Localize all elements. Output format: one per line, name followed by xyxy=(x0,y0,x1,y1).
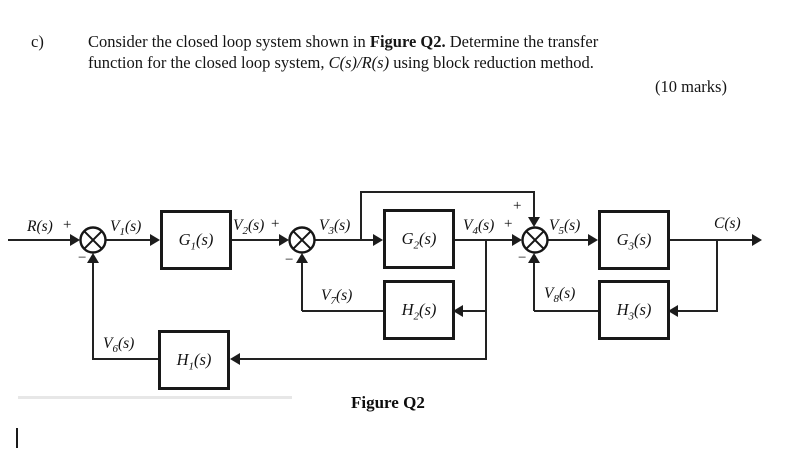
block-g3: G3(s) xyxy=(598,210,670,270)
summing-junction-1 xyxy=(79,226,107,254)
block-h3: H3(s) xyxy=(598,280,670,340)
figure-caption: Figure Q2 xyxy=(351,393,425,412)
wire-feedforward-down xyxy=(533,191,535,219)
signal-label-v8: V8(s) xyxy=(544,285,576,306)
marks-label: (10 marks) xyxy=(655,77,727,96)
wire-g1-to-j2 xyxy=(229,239,281,241)
block-h1-label: H1(s) xyxy=(176,350,212,373)
signal-label-v1: V1(s) xyxy=(110,218,142,239)
block-h3-label: H3(s) xyxy=(616,300,652,323)
arrowhead-v6-into-junction1-bottom xyxy=(87,253,99,263)
question-line-1: Consider the closed loop system shown in… xyxy=(88,32,599,51)
arrowhead-output xyxy=(752,234,762,246)
arrowhead-into-junction2 xyxy=(279,234,289,246)
signal-label-v2: V2(s) xyxy=(233,217,265,238)
wire-g3-to-output xyxy=(667,239,754,241)
signal-label-v6: V6(s) xyxy=(103,335,135,356)
arrowhead-v7-into-junction2-bottom xyxy=(296,253,308,263)
signal-label-v3: V3(s) xyxy=(319,217,351,238)
block-h1: H1(s) xyxy=(158,330,230,390)
wire-feedforward-up xyxy=(360,191,362,241)
summing-junction-2 xyxy=(288,226,316,254)
figure-reference-bold: Figure Q2. xyxy=(369,32,446,51)
block-g3-label: G3(s) xyxy=(616,230,652,253)
wire-j2-to-g2 xyxy=(314,239,375,241)
signal-label-v7: V7(s) xyxy=(321,287,353,308)
arrowhead-into-h1 xyxy=(230,353,240,365)
wire-v7-up xyxy=(301,261,303,311)
wire-v8-up xyxy=(533,261,535,311)
sign-minus-junction2-feedback: − xyxy=(285,252,294,268)
signal-label-c: C(s) xyxy=(714,215,741,232)
block-g1-label: G1(s) xyxy=(178,230,214,253)
signal-label-v4: V4(s) xyxy=(463,217,495,238)
block-g2-label: G2(s) xyxy=(401,229,437,252)
wire-into-h3 xyxy=(678,310,718,312)
transfer-function-italic: C(s)/R(s) xyxy=(328,53,390,72)
arrowhead-into-h2 xyxy=(453,305,463,317)
sign-plus-junction3-feedforward: + xyxy=(513,198,522,214)
wire-h2-output xyxy=(302,310,383,312)
wire-j1-to-g1 xyxy=(105,239,152,241)
arrowhead-into-g1 xyxy=(150,234,160,246)
wire-h3-output xyxy=(534,310,598,312)
summing-junction-3 xyxy=(521,226,549,254)
wire-j3-to-g3 xyxy=(547,239,590,241)
wire-into-h1 xyxy=(238,358,487,360)
arrowhead-into-junction3 xyxy=(512,234,522,246)
block-g2: G2(s) xyxy=(383,209,455,269)
signal-label-r: R(s) xyxy=(27,218,53,235)
wire-v4-takeoff xyxy=(485,240,487,359)
block-h2: H2(s) xyxy=(383,280,455,340)
arrowhead-into-g2 xyxy=(373,234,383,246)
question-line-2: function for the closed loop system, C(s… xyxy=(88,53,594,72)
sign-plus-junction3-input: + xyxy=(504,216,513,232)
sign-minus-junction3-feedback: − xyxy=(518,250,527,266)
wire-c-takeoff xyxy=(716,240,718,312)
arrowhead-feedforward-into-junction3-top xyxy=(528,217,540,227)
arrowhead-into-junction1 xyxy=(70,234,80,246)
block-g1: G1(s) xyxy=(160,210,232,270)
wire-into-h2 xyxy=(463,310,487,312)
arrowhead-into-h3 xyxy=(668,305,678,317)
wire-input xyxy=(8,239,72,241)
wire-g2-to-j3 xyxy=(452,239,514,241)
text-cursor-mark xyxy=(16,428,18,448)
sign-plus-junction1-input: + xyxy=(63,217,72,233)
scan-artifact-line xyxy=(18,396,292,399)
sign-minus-junction1-feedback: − xyxy=(78,250,87,266)
wire-h1-output xyxy=(92,358,158,360)
block-h2-label: H2(s) xyxy=(401,300,437,323)
signal-label-v5: V5(s) xyxy=(549,217,581,238)
question-item-label: c) xyxy=(31,32,44,51)
sign-plus-junction2-input: + xyxy=(271,216,280,232)
arrowhead-into-g3 xyxy=(588,234,598,246)
wire-feedforward-top xyxy=(360,191,535,193)
wire-v6-up xyxy=(92,261,94,359)
arrowhead-v8-into-junction3-bottom xyxy=(528,253,540,263)
